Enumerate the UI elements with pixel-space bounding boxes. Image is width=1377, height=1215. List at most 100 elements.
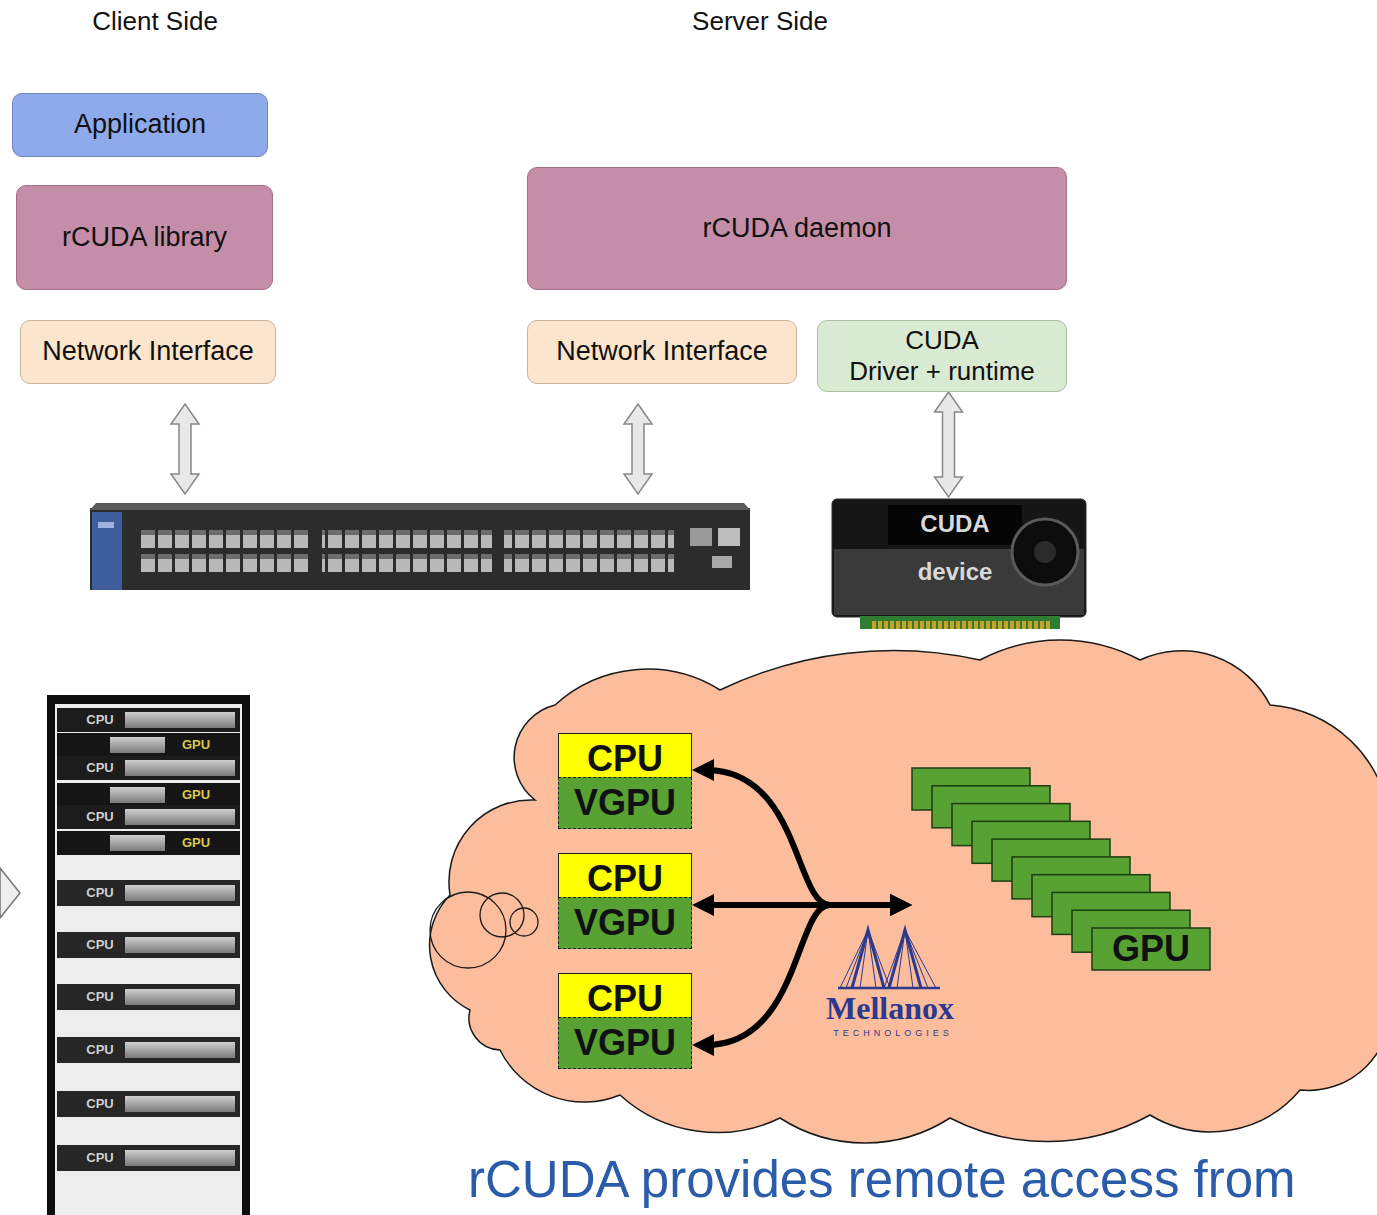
server-rack-part — [125, 712, 235, 728]
server-rack-part — [57, 831, 240, 855]
box-text: rCUDA daemon — [702, 213, 891, 244]
cloud-shape-part — [480, 893, 524, 937]
rack-label: GPU — [182, 787, 210, 803]
box-text: Network Interface — [42, 336, 254, 367]
side-heading: Server Side — [692, 6, 828, 37]
server-rack-part — [57, 880, 240, 906]
server-rack-part — [57, 932, 240, 958]
logo-text: TECHNOLOGIES — [833, 1028, 953, 1039]
card-drawing-part — [1012, 519, 1078, 585]
rack-label: GPU — [182, 737, 210, 753]
rack-label: CPU — [86, 809, 113, 825]
server-rack-part — [110, 787, 165, 803]
hollow-double-arrow-part — [171, 404, 199, 494]
bridge-logo-part — [868, 930, 876, 988]
server-rack-part — [125, 1150, 235, 1166]
network-switch-part — [92, 512, 122, 590]
box-text: GPU — [1092, 928, 1210, 970]
card-drawing-part — [832, 499, 1086, 617]
network-switch-part — [140, 527, 310, 575]
rack-label: CPU — [86, 760, 113, 776]
side-heading: Client Side — [92, 6, 218, 37]
box-text: CUDA — [905, 325, 979, 356]
box-text: rCUDA library — [62, 222, 227, 253]
logo-text: Mellanox — [826, 989, 954, 1027]
application-box: Application — [12, 93, 268, 157]
cloud-shape — [430, 640, 1377, 1143]
server-rack-part — [57, 984, 240, 1010]
daemon-box: rCUDA daemon — [527, 167, 1067, 290]
driver-box: CUDADriver + runtime — [817, 320, 1067, 392]
interface-box: Network Interface — [20, 320, 276, 384]
gpu-card: CUDA device — [830, 497, 1088, 632]
network-switch-part — [90, 508, 750, 590]
gpu-stack: GPU — [912, 768, 1210, 970]
server-rack-part — [125, 760, 235, 776]
vgpu-box: VGPU — [558, 897, 692, 949]
server-rack-part — [125, 989, 235, 1005]
server-rack-part — [55, 704, 242, 1215]
server-rack-part — [57, 708, 240, 732]
network-switch-part — [718, 528, 740, 546]
box-text: CPU — [587, 738, 663, 779]
hollow-double-arrow-part — [624, 404, 652, 494]
server-rack-part — [125, 885, 235, 901]
rack-label: GPU — [182, 835, 210, 851]
card-drawing-part — [1034, 541, 1056, 563]
server-rack — [47, 695, 250, 1215]
rack-label: CPU — [86, 1042, 113, 1058]
bridge-logo-part — [905, 930, 913, 988]
bridge-logo-part — [840, 930, 868, 988]
stack-drawing-part — [1092, 928, 1210, 970]
network-switch-part — [712, 556, 732, 568]
card-drawing-part — [860, 616, 1060, 629]
hollow-double-arrow — [935, 392, 963, 497]
server-rack-part — [57, 783, 240, 807]
server-rack-part — [110, 835, 165, 851]
bridge-logo-part — [897, 930, 905, 988]
cloud-shape-part — [510, 908, 538, 936]
server-rack-part — [125, 1042, 235, 1058]
network-switch-part — [690, 528, 712, 546]
hollow-double-arrow — [171, 404, 652, 494]
box-text: Driver + runtime — [849, 356, 1035, 387]
rack-label: CPU — [86, 989, 113, 1005]
box-text: Application — [74, 109, 206, 140]
network-switch-part — [504, 527, 674, 575]
rack-label: CPU — [86, 937, 113, 953]
box-text: CPU — [587, 978, 663, 1019]
server-rack-part — [57, 805, 240, 829]
server-rack-part — [57, 733, 240, 757]
box-text: Network Interface — [556, 336, 768, 367]
network-switch-part — [90, 503, 750, 510]
rack-label: CPU — [86, 1096, 113, 1112]
server-rack-part — [57, 1037, 240, 1063]
box-text: VGPU — [574, 782, 676, 823]
bridge-logo-part — [860, 930, 868, 988]
card-drawing-part — [870, 621, 1050, 629]
bridge-logo-part — [884, 930, 905, 988]
server-rack-part — [125, 1096, 235, 1112]
connector-arrow — [706, 770, 898, 905]
server-rack-part — [57, 1091, 240, 1117]
bridge-logo-part — [846, 930, 868, 988]
rack-label: CPU — [86, 712, 113, 728]
vgpu-box: VGPU — [558, 1017, 692, 1069]
rack-label: CPU — [86, 1150, 113, 1166]
interface-box: Network Interface — [527, 320, 797, 384]
bridge-logo-part — [905, 930, 936, 988]
bridge-logo — [838, 930, 940, 988]
server-rack-part — [125, 937, 235, 953]
cloud-shape-part — [430, 892, 506, 968]
pointer-chevron-part — [0, 868, 20, 918]
bridge-logo-part — [905, 930, 928, 988]
pointer-chevron — [0, 868, 20, 918]
cloud-shape-part — [430, 640, 1377, 1143]
network-switch — [90, 503, 750, 590]
box-text: VGPU — [574, 1022, 676, 1063]
caption-text: rCUDA provides remote access from — [468, 1150, 1296, 1210]
box-text: CPU — [587, 858, 663, 899]
server-rack-part — [57, 1145, 240, 1171]
server-rack-part — [110, 737, 165, 753]
server-rack-part — [125, 809, 235, 825]
